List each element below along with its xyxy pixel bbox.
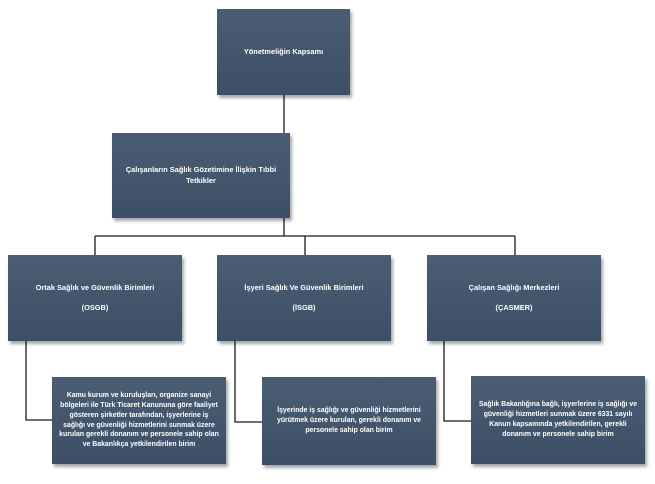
unit-description: İşyerinde iş sağlığı ve güvenliği hizmet… (277, 407, 421, 434)
unit-description: Kamu kurum ve kuruluşları, organize sana… (59, 392, 219, 449)
unit-box-casmer: Çalışan Sağlığı Merkezleri (ÇASMER) (427, 255, 601, 341)
unit-title: Ortak Sağlık ve Güvenlik Birimleri (35, 282, 155, 292)
unit-title: İşyeri Sağlık Ve Güvenlik Birimleri (244, 282, 364, 292)
unit-title: Çalışan Sağlığı Merkezleri (468, 282, 560, 292)
root-box: Yönetmeliğin Kapsamı (217, 9, 350, 95)
assistant-label: Çalışanların Sağlık Gözetimine İlişkin T… (125, 164, 277, 185)
unit-box-osgb: Ortak Sağlık ve Güvenlik Birimleri (OSGB… (8, 255, 182, 341)
assistant-box: Çalışanların Sağlık Gözetimine İlişkin T… (112, 133, 290, 218)
elbow-line-osgb (25, 341, 52, 421)
description-box-casmer: Sağlık Bakanlığına bağlı, işyerlerine iş… (471, 376, 645, 464)
description-box-osgb: Kamu kurum ve kuruluşları, organize sana… (52, 377, 226, 464)
unit-box-isgb: İşyeri Sağlık Ve Güvenlik Birimleri (İSG… (217, 255, 391, 341)
unit-abbr: (OSGB) (81, 302, 109, 312)
unit-abbr: (İSGB) (292, 302, 316, 312)
description-box-isgb: İşyerinde iş sağlığı ve güvenliği hizmet… (262, 377, 436, 465)
unit-description: Sağlık Bakanlığına bağlı, işyerlerine iş… (478, 401, 638, 438)
elbow-line-casmer (443, 341, 471, 422)
root-label: Yönetmeliğin Kapsamı (243, 46, 324, 56)
unit-abbr: (ÇASMER) (495, 302, 533, 312)
elbow-line-isgb (234, 341, 262, 423)
